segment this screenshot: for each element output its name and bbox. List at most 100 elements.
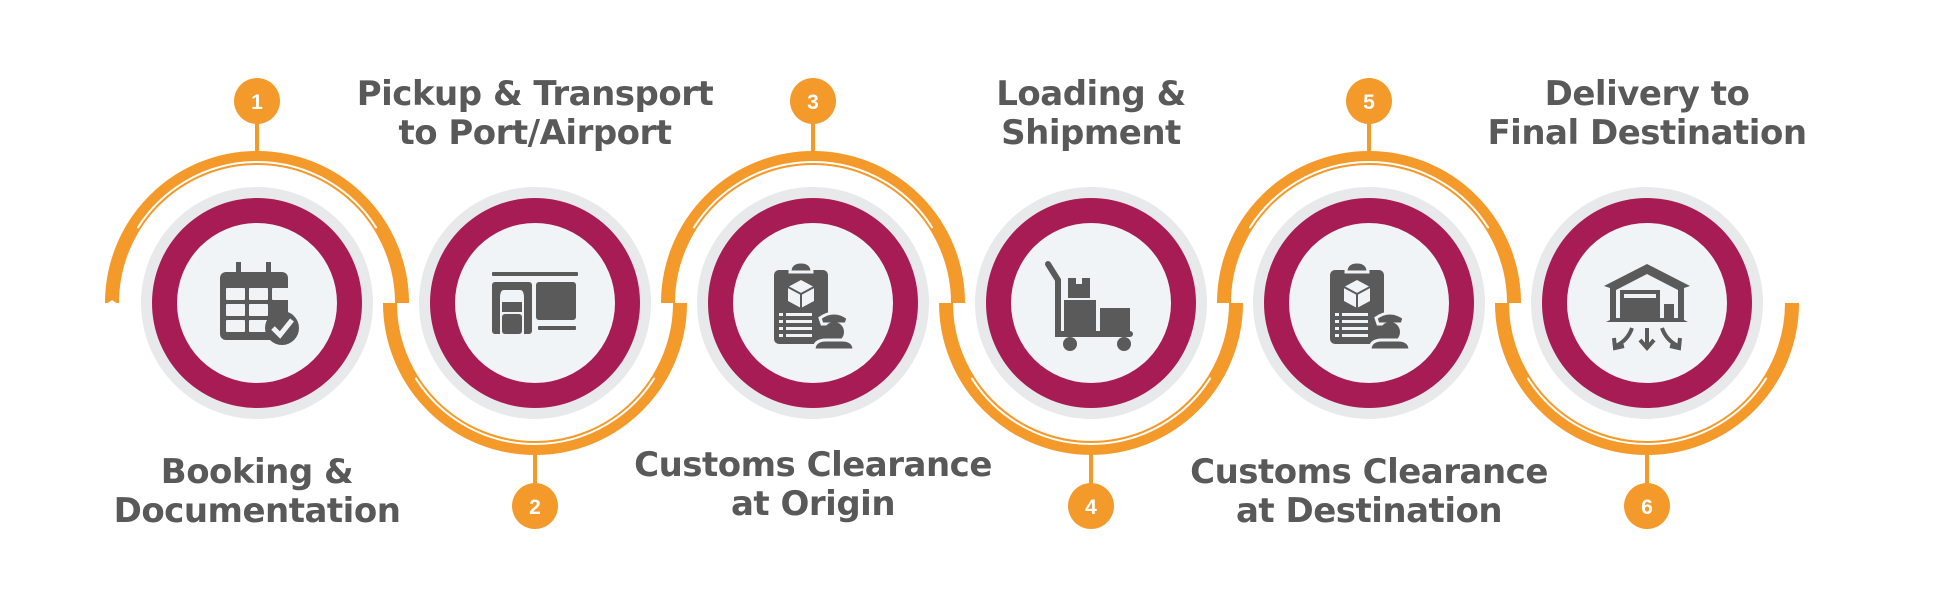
clipboard-clip [788, 260, 814, 274]
badge-6 [1624, 483, 1670, 529]
list-line [786, 320, 812, 323]
customs-officer-clipboard-icon [774, 260, 856, 352]
wheel [1117, 337, 1131, 351]
hand-truck-frame [1045, 261, 1133, 337]
badge-1-number: 1 [251, 91, 263, 114]
list-line [1342, 327, 1368, 330]
step-1-circle [141, 187, 373, 419]
calendar-cell [249, 320, 268, 332]
checkmark [271, 318, 294, 339]
check-badge [265, 311, 299, 345]
list-line [1342, 334, 1368, 337]
officer-body [812, 338, 856, 352]
wave-highlight-4 [970, 377, 1212, 445]
badge-3-number: 3 [807, 91, 819, 114]
badge-4 [1068, 483, 1114, 529]
officer-head [824, 322, 844, 342]
calendar-cell [272, 288, 291, 300]
step-4-label: Loading & Shipment [881, 75, 1301, 153]
dock-roof [492, 272, 578, 276]
list-line [786, 327, 812, 330]
wave-highlight-1 [136, 161, 378, 229]
step-3-circle [697, 187, 929, 419]
step-4-label-line1: Loading & [996, 74, 1186, 114]
step-6-label: Delivery to Final Destination [1437, 75, 1857, 153]
step-1-label-line2: Documentation [113, 491, 401, 531]
calendar-ring [266, 262, 271, 280]
step-4-label-line2: Shipment [1001, 113, 1181, 153]
step-3-label-line1: Customs Clearance [634, 445, 992, 485]
step-5-label-line2: at Destination [1235, 491, 1503, 531]
check-mark [779, 313, 783, 316]
clipboard-clip [1344, 260, 1370, 274]
dock-floor [538, 326, 576, 330]
wave-start-notch [105, 300, 119, 305]
badge-3 [790, 78, 836, 124]
box-small [1100, 308, 1130, 332]
calendar-cell [226, 288, 245, 300]
step-6-circle [1531, 187, 1763, 419]
wave-highlight-5 [1248, 161, 1490, 229]
truck-mirror [496, 310, 500, 318]
list-line [1342, 313, 1368, 316]
check-mark [779, 320, 783, 323]
door-window [1624, 294, 1656, 298]
step-1-label-line1: Booking & [160, 452, 354, 492]
step-2-label: Pickup & Transport to Port/Airport [325, 75, 745, 153]
box-edges [787, 286, 815, 308]
wave-highlight-3 [692, 161, 934, 229]
officer-cap [1374, 311, 1406, 326]
truck-grille [502, 314, 522, 334]
inner-disc [455, 223, 615, 383]
officer-body [1368, 338, 1412, 352]
wheel [1063, 337, 1077, 351]
box-edges [1343, 286, 1371, 308]
customs-officer-clipboard-icon [1330, 260, 1412, 352]
step-2-label-line1: Pickup & Transport [356, 74, 714, 114]
arrow-right [1660, 327, 1682, 351]
officer-cap [818, 311, 850, 326]
badge-6-number: 6 [1641, 496, 1653, 519]
warehouse-side-door [1664, 304, 1674, 318]
badge-2-number: 2 [529, 496, 541, 519]
badge-2 [512, 483, 558, 529]
badge-5 [1346, 78, 1392, 124]
wave-highlight-6 [1526, 377, 1768, 445]
dock-panel [536, 282, 576, 320]
step-4-circle [975, 187, 1207, 419]
calendar-cell [249, 288, 268, 300]
calendar-cell [226, 320, 245, 332]
check-mark [779, 334, 783, 337]
step-5-circle [1253, 187, 1485, 419]
step-5-label: Customs Clearance at Destination [1159, 453, 1579, 531]
badge-4-number: 4 [1085, 496, 1097, 519]
check-mark [1335, 320, 1339, 323]
step-6-label-line1: Delivery to [1544, 74, 1750, 114]
badge-1 [234, 78, 280, 124]
arrow-down [1638, 328, 1656, 352]
check-mark [1335, 327, 1339, 330]
step-2-label-line2: to Port/Airport [398, 113, 672, 153]
check-mark [1335, 334, 1339, 337]
box-top [1068, 278, 1090, 298]
arrow-left [1612, 327, 1634, 351]
list-line [786, 334, 812, 337]
check-mark [779, 327, 783, 330]
officer-head [1380, 322, 1400, 342]
box-large [1064, 300, 1096, 332]
check-mark [1335, 313, 1339, 316]
calendar-ring [236, 262, 241, 280]
warehouse-distribution-icon [1604, 264, 1690, 352]
truck-windshield [502, 302, 522, 312]
hand-truck-boxes-icon [1045, 261, 1133, 351]
step-1-label: Booking & Documentation [47, 453, 467, 531]
calendar-cell [226, 304, 245, 316]
calendar-check-icon [220, 262, 299, 345]
truck-mirror [524, 310, 528, 318]
truck-loading-dock-icon [492, 272, 578, 336]
step-2-circle [419, 187, 651, 419]
list-line [786, 313, 812, 316]
step-6-label-line2: Final Destination [1487, 113, 1807, 153]
